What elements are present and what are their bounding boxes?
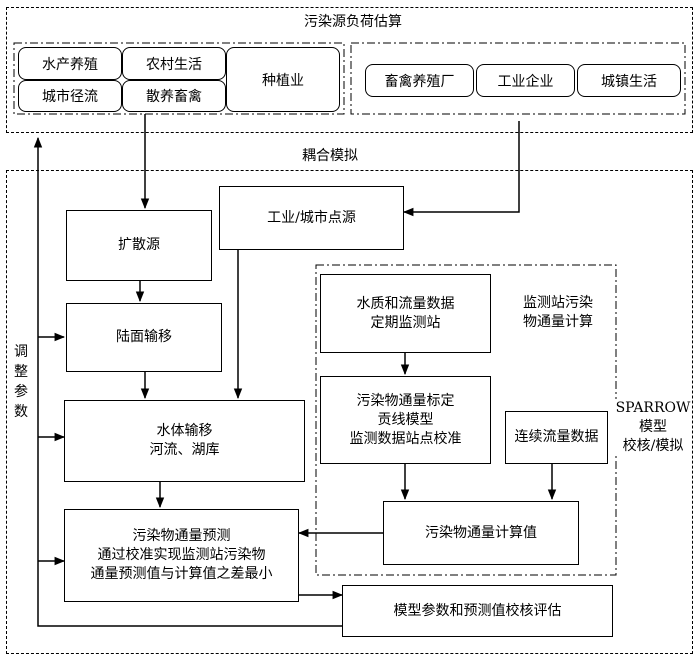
industrial-enterprise-box: 工业企业 — [476, 64, 575, 97]
diffuse-source-box: 扩散源 — [66, 210, 212, 281]
planting-box: 种植业 — [226, 47, 340, 112]
monitoring-group-label: 监测站污染 物通量计算 — [523, 295, 593, 330]
nonpoint-source-group-outline — [13, 42, 345, 115]
continuous-flow-box: 连续流量数据 — [505, 411, 608, 464]
adjust-parameters-label: 调 整 参 数 — [10, 342, 32, 422]
point-source-box: 工业/城市点源 — [219, 186, 404, 250]
monitoring-stations-box: 水质和流量数据 定期监测站 — [320, 274, 491, 353]
urban-runoff-box: 城市径流 — [18, 80, 122, 112]
source-load-region — [6, 7, 693, 133]
flux-calibration-box: 污染物通量标定 贡线模型 监测数据站点校准 — [320, 376, 491, 464]
land-transport-box: 陆面输移 — [66, 303, 222, 372]
evaluation-box: 模型参数和预测值校核评估 — [342, 585, 613, 637]
rural-living-box: 农村生活 — [122, 47, 226, 80]
urban-living-box: 城镇生活 — [577, 64, 681, 97]
free-range-livestock-box: 散养畜禽 — [122, 80, 226, 112]
coupling-label: 耦合模拟 — [302, 148, 358, 164]
coupled-simulation-region — [6, 170, 693, 654]
water-transport-box: 水体输移 河流、湖库 — [64, 400, 305, 482]
aquaculture-box: 水产养殖 — [18, 47, 122, 80]
sparrow-label: SPARROW模型 校核/模拟 — [614, 399, 692, 456]
flux-prediction-box: 污染物通量预测 通过校准实现监测站污染物 通量预测值与计算值之差最小 — [64, 509, 299, 602]
source-load-title: 污染源负荷估算 — [298, 13, 408, 31]
flux-calculation-box: 污染物通量计算值 — [383, 501, 579, 565]
livestock-farm-box: 畜禽养殖厂 — [365, 64, 474, 97]
point-source-group-outline — [350, 42, 686, 115]
